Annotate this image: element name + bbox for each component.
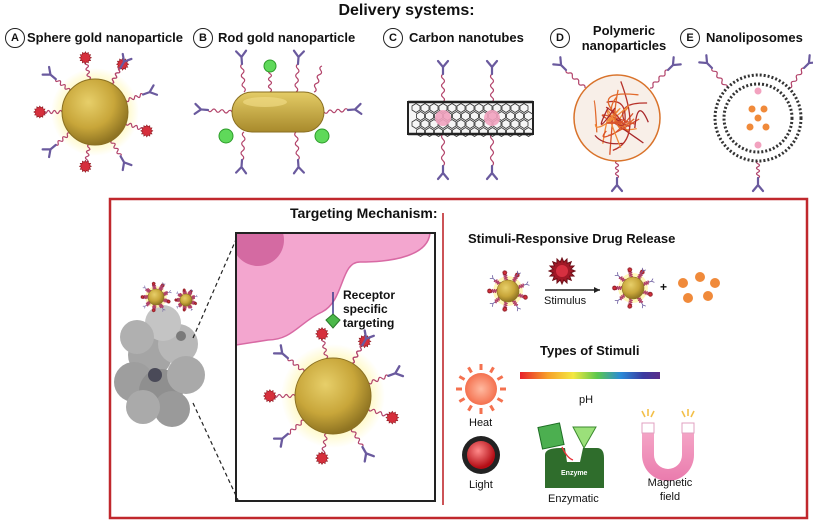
label-sphere-gold: Sphere gold nanoparticle <box>27 30 184 45</box>
zoom-line-top <box>192 234 239 339</box>
stimulus-icon <box>547 256 577 286</box>
release-title: Stimuli-Responsive Drug Release <box>468 231 676 246</box>
label-polymeric: Polymeric nanoparticles <box>581 23 667 53</box>
nanoliposome <box>698 54 813 193</box>
badge-b: B <box>193 28 213 48</box>
ph-label: pH <box>579 394 594 406</box>
heat-label: Heat <box>469 417 493 429</box>
magnet-icon <box>641 409 695 481</box>
stimulus-label: Stimulus <box>544 295 587 307</box>
polymeric-nanoparticle <box>552 56 682 193</box>
enzymatic-label: Enzymatic <box>548 493 599 505</box>
targeting-frame <box>108 197 809 520</box>
light-label: Light <box>469 479 493 491</box>
badge-a: A <box>5 28 25 48</box>
receptor-ligand-icon <box>325 313 341 329</box>
label-carbon-nanotubes: Carbon nanotubes <box>409 30 524 45</box>
label-rod-gold: Rod gold nanoparticle <box>218 30 356 45</box>
badge-e: E <box>680 28 700 48</box>
heat-icon <box>456 364 506 414</box>
page-title: Delivery systems: <box>338 2 475 19</box>
badge-d: D <box>550 28 570 48</box>
small-nanoparticles <box>140 281 198 313</box>
badge-c: C <box>383 28 403 48</box>
types-title: Types of Stimuli <box>540 343 640 358</box>
ph-scale-bar <box>520 372 660 379</box>
sphere-gold-nanoparticle <box>33 51 159 173</box>
carbon-nanotube <box>407 59 534 181</box>
enzyme-tag: Enzyme <box>561 470 588 477</box>
rod-gold-nanoparticle <box>193 49 363 175</box>
cell-cluster <box>114 305 205 427</box>
magnetic-label: Magnetic field <box>647 477 693 503</box>
release-row <box>486 267 655 312</box>
zoom-box <box>235 232 436 502</box>
targeting-title: Targeting Mechanism: <box>290 205 438 221</box>
receptor-label: Receptor specific targeting <box>343 288 396 330</box>
enzyme-icon <box>537 422 604 488</box>
plus-sign: + <box>660 280 668 294</box>
zoom-line-bottom <box>192 402 239 501</box>
label-nanoliposomes: Nanoliposomes <box>706 30 803 45</box>
light-icon <box>462 436 500 474</box>
